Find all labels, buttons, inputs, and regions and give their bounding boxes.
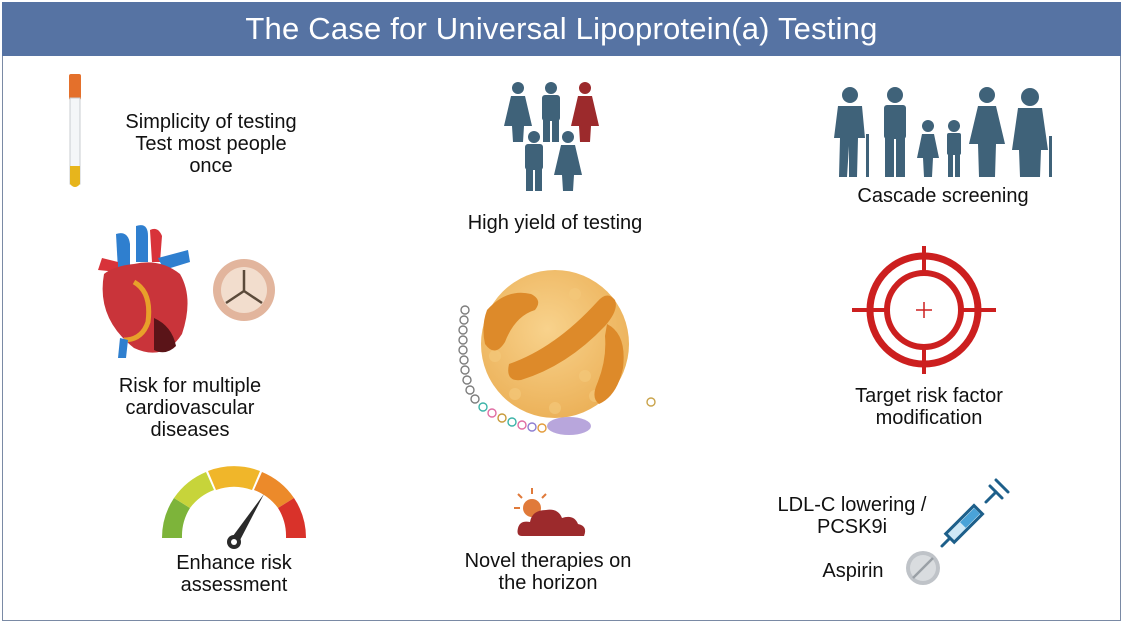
ldl-label: LDL-C lowering / PCSK9i bbox=[762, 494, 942, 538]
ldl-line1: LDL-C lowering / bbox=[777, 494, 927, 516]
novel-line2: the horizon bbox=[498, 572, 598, 594]
enhance-label: Enhance risk assessment bbox=[156, 552, 312, 596]
lipoprotein-particle-icon bbox=[458, 270, 656, 435]
enhance-line2: assessment bbox=[180, 574, 288, 596]
target-line1: Target risk factor bbox=[855, 385, 1003, 407]
cv-risk-line1: Risk for multiple bbox=[118, 375, 262, 397]
cascade-family-icon bbox=[834, 87, 1052, 177]
page-title: The Case for Universal Lipoprotein(a) Te… bbox=[2, 2, 1121, 56]
cv-risk-label: Risk for multiple cardiovascular disease… bbox=[98, 375, 282, 441]
simplicity-line2: Test most people bbox=[135, 133, 287, 155]
blood-test-tube-icon bbox=[69, 74, 81, 187]
simplicity-label: Simplicity of testing Test most people o… bbox=[106, 111, 316, 177]
target-line2: modification bbox=[875, 407, 983, 429]
heart-valve-icon bbox=[213, 259, 275, 321]
target-label: Target risk factor modification bbox=[826, 385, 1032, 429]
syringe-icon bbox=[940, 478, 1010, 548]
novel-line1: Novel therapies on bbox=[464, 550, 632, 572]
novel-label: Novel therapies on the horizon bbox=[448, 550, 648, 594]
family-group-icon bbox=[504, 82, 599, 191]
cv-risk-line2: cardiovascular bbox=[125, 397, 255, 419]
simplicity-line1: Simplicity of testing bbox=[125, 111, 297, 133]
cv-risk-line3: diseases bbox=[150, 419, 230, 441]
aspirin-pill-icon bbox=[906, 551, 940, 585]
heart-icon bbox=[98, 225, 190, 358]
enhance-line1: Enhance risk bbox=[176, 552, 292, 574]
high-yield-label: High yield of testing bbox=[467, 212, 643, 234]
sun-cloud-horizon-icon bbox=[514, 488, 586, 536]
ldl-line2: PCSK9i bbox=[816, 516, 888, 538]
risk-gauge-icon bbox=[161, 466, 307, 549]
cascade-label: Cascade screening bbox=[857, 185, 1029, 207]
simplicity-line3: once bbox=[189, 155, 233, 177]
target-crosshair-icon bbox=[852, 246, 996, 374]
aspirin-label: Aspirin bbox=[822, 560, 884, 582]
